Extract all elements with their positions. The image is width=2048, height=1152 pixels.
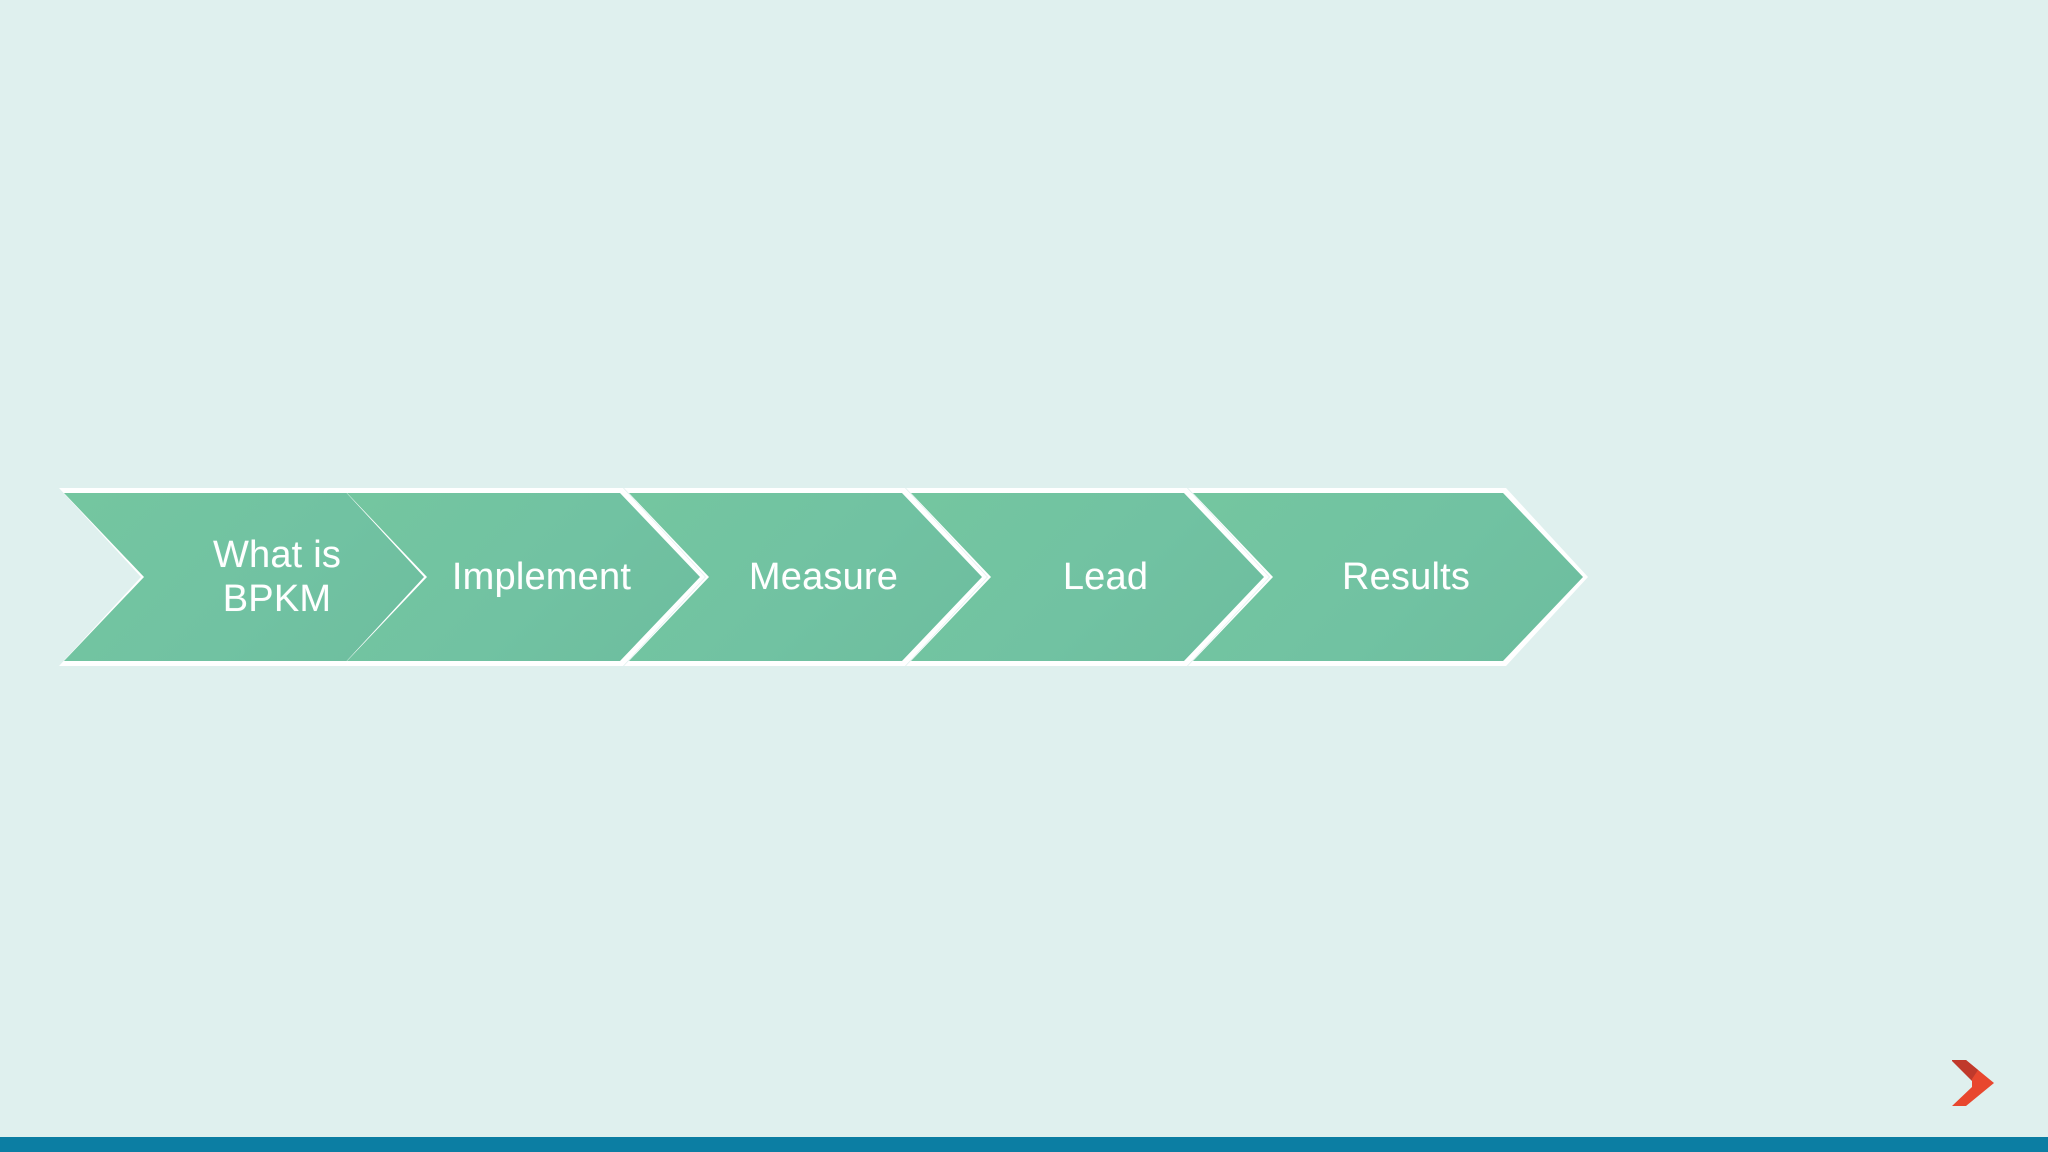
bottom-accent-bar	[0, 1137, 2048, 1152]
brand-chevron-logo-icon	[1942, 1054, 2002, 1112]
process-step-2[interactable]: Implement	[347, 493, 700, 661]
process-step-1-label: What is BPKM	[212, 533, 342, 620]
process-chevron-flow: What is BPKM Implement Measure Lead Resu…	[0, 493, 2048, 661]
process-step-5[interactable]: Results	[1193, 493, 1583, 661]
process-step-3-label: Measure	[748, 555, 899, 598]
process-step-4[interactable]: Lead	[911, 493, 1264, 661]
process-step-5-label: Results	[1341, 555, 1471, 598]
process-step-2-label: Implement	[451, 555, 632, 598]
process-step-4-label: Lead	[1062, 555, 1149, 598]
process-step-3[interactable]: Measure	[629, 493, 982, 661]
